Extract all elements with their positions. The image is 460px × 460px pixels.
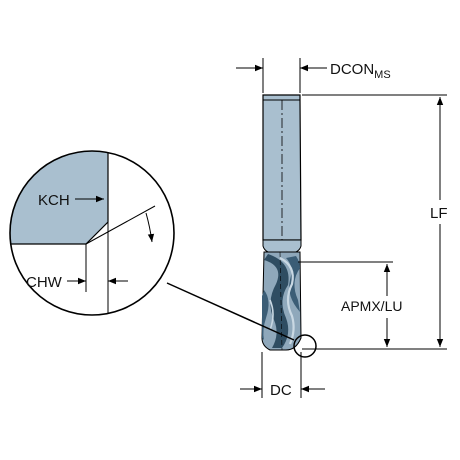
dcon-dimension: DCONMS: [236, 58, 391, 93]
lf-dimension: LF: [302, 94, 448, 350]
detail-leader-line: [166, 282, 295, 341]
kch-label: KCH: [38, 192, 70, 209]
flute-band-1: [264, 254, 289, 348]
detail-callout: KCH CHW: [9, 150, 317, 358]
flute-band-3: [262, 290, 269, 340]
detail-marker-circle: [293, 334, 317, 358]
flute-highlight: [279, 257, 295, 345]
dc-label: DC: [270, 382, 292, 399]
tool-neck: [262, 239, 302, 253]
lf-label: LF: [430, 205, 448, 222]
apmx-lu-label: APMX/LU: [341, 298, 402, 314]
chw-label: CHW: [26, 274, 63, 291]
dc-dimension: DC: [240, 352, 325, 399]
apmx-lu-dimension: APMX/LU: [298, 261, 402, 347]
detail-magnifier-circle: [9, 150, 175, 316]
end-mill-tool: [261, 94, 302, 351]
dcon-label: DCONMS: [330, 61, 391, 81]
kch-angle-arc: [145, 212, 155, 243]
